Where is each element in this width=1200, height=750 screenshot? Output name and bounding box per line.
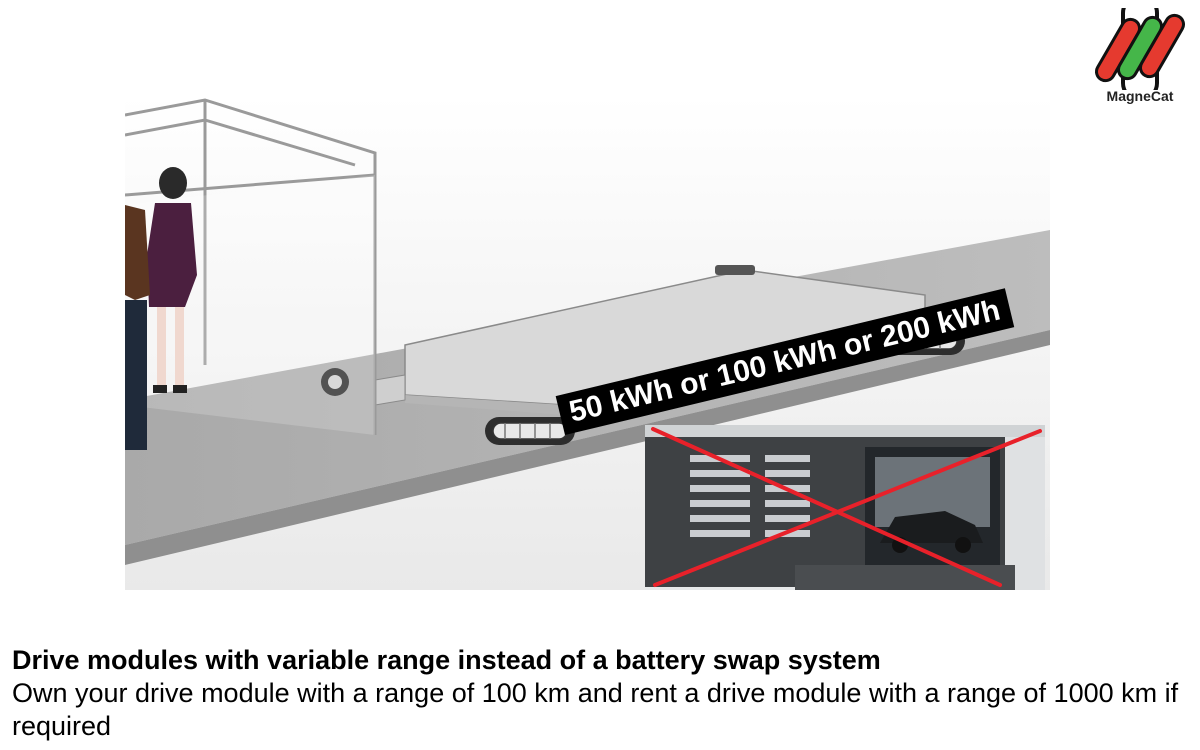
passenger-figures [125,167,197,450]
logo-brand-name: MagneCat [1106,88,1174,104]
magnecat-logo-icon [1095,0,1185,102]
car-in-bay [880,511,983,553]
slide-caption: Drive modules with variable range instea… [12,644,1188,743]
drive-wheel-left [321,368,349,396]
crossed-out-mark [651,427,1042,587]
battery-swap-station-photo [645,425,1045,590]
caption-heading: Drive modules with variable range instea… [12,645,881,675]
magnecat-logo: MagneCat [1088,0,1192,108]
caption-body: Own your drive module with a range of 10… [12,678,1179,741]
drive-wheel-front [485,417,575,445]
